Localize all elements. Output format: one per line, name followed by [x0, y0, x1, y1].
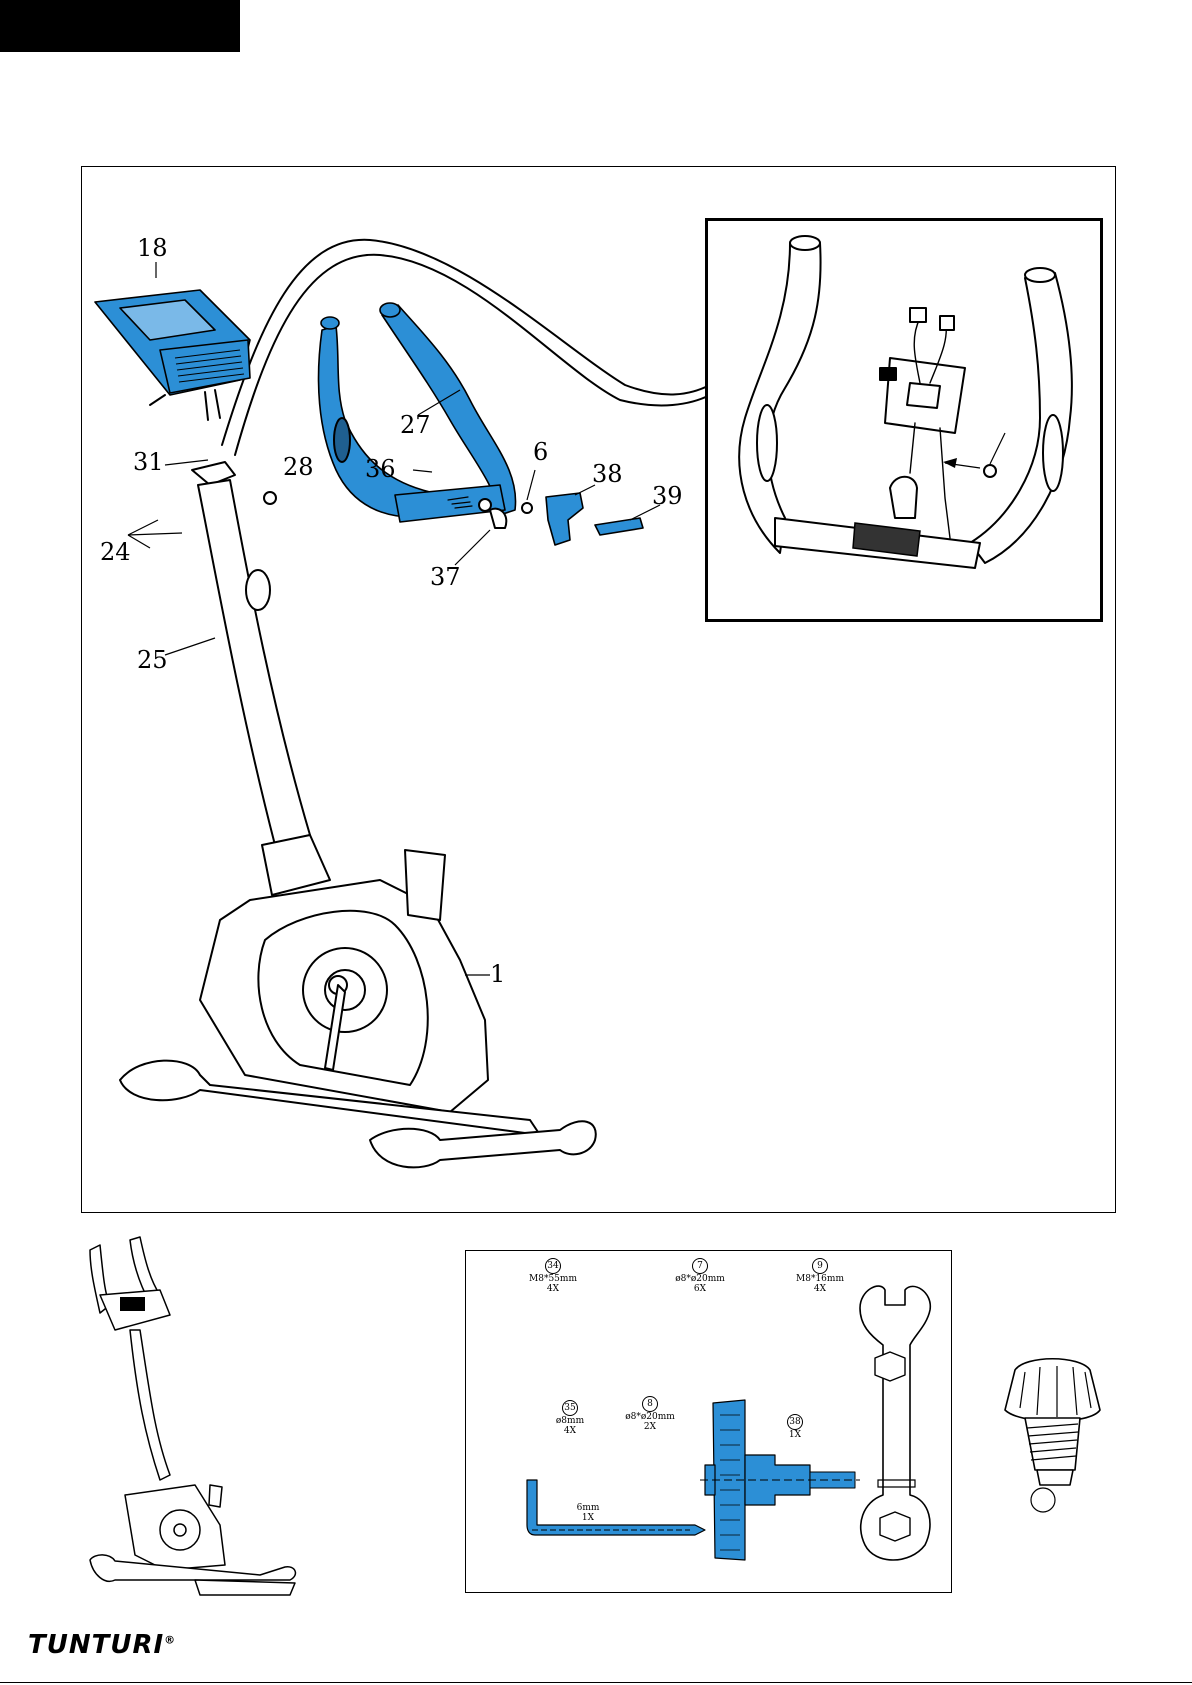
callout-24: 24	[100, 540, 131, 564]
callout-36: 36	[365, 457, 396, 481]
console-part-18	[95, 290, 250, 420]
registered-mark: ®	[164, 1633, 176, 1646]
callout-27: 27	[400, 413, 431, 437]
assembled-bike-preview	[85, 1235, 310, 1605]
callout-25: 25	[137, 648, 168, 672]
tunturi-logo: TUNTURI®	[28, 1630, 176, 1660]
callout-6: 6	[533, 440, 548, 464]
callout-39: 39	[652, 484, 683, 508]
footer-rule	[0, 1682, 1192, 1683]
logo-text: TUNTURI	[28, 1630, 164, 1660]
detail-inset	[705, 218, 1103, 622]
leveling-foot-illustration	[985, 1350, 1120, 1520]
callout-1: 1	[490, 962, 505, 986]
callout-38: 38	[592, 462, 623, 486]
hardware-tools	[465, 1250, 952, 1593]
bike-frame	[120, 462, 596, 1167]
callout-37: 37	[430, 565, 461, 589]
callout-18: 18	[137, 236, 168, 260]
callout-31: 31	[133, 450, 164, 474]
callout-28: 28	[283, 455, 314, 479]
